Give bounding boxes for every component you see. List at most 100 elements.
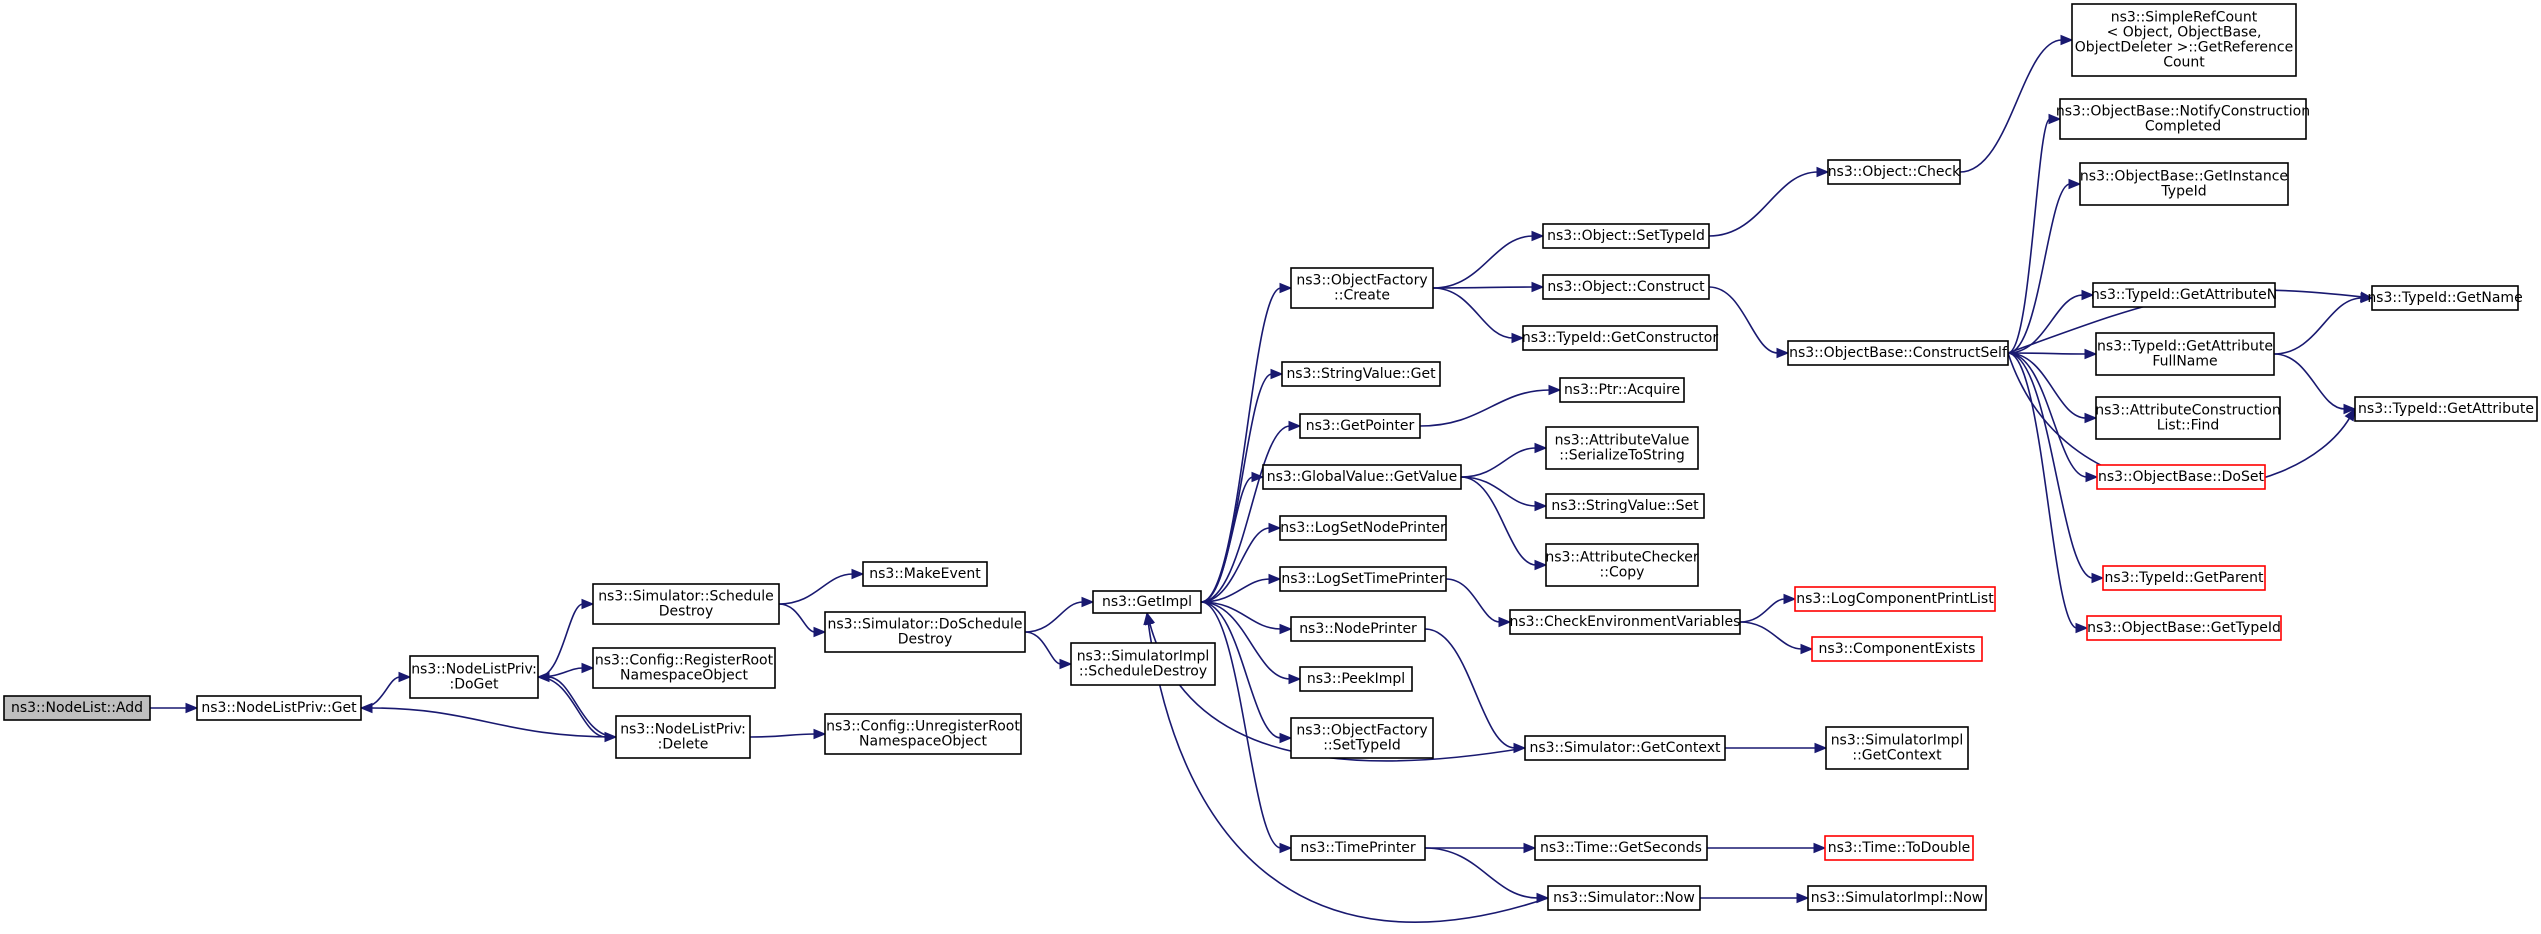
node-simulatorimpl-scheduledestroy[interactable]: ns3::SimulatorImpl::ScheduleDestroy [1070, 642, 1216, 686]
edge-objectbase-constructself-to-objectbase-getinstancetypeid [2007, 178, 2082, 354]
node-simulator-getcontext[interactable]: ns3::Simulator::GetContext [1524, 735, 1726, 761]
edge-arrowhead [1081, 596, 1095, 608]
edge-arrowhead [1816, 166, 1830, 178]
edge-nodelistpriv-delete-to-config-unregisterroot [749, 728, 827, 740]
node-box [3, 695, 151, 721]
node-box [2096, 464, 2266, 490]
node-ptr-acquire[interactable]: ns3::Ptr::Acquire [1559, 377, 1685, 403]
node-typeid-getconstructor[interactable]: ns3::TypeId::GetConstructor [1522, 325, 1718, 351]
node-logsetnodeprinter[interactable]: ns3::LogSetNodePrinter [1279, 515, 1447, 541]
node-box [1542, 274, 1710, 300]
node-makeevent[interactable]: ns3::MakeEvent [862, 561, 988, 587]
node-logsettimeprinter[interactable]: ns3::LogSetTimePrinter [1279, 566, 1447, 592]
node-globalvalue-getvalue[interactable]: ns3::GlobalValue::GetValue [1262, 464, 1462, 490]
node-label: ns3::ObjectBase::DoSet [2098, 469, 2264, 485]
node-objectbase-constructself[interactable]: ns3::ObjectBase::ConstructSelf [1787, 340, 2009, 366]
node-box [862, 561, 988, 587]
node-nodeprinter[interactable]: ns3::NodePrinter [1290, 616, 1426, 642]
node-nodelistpriv-delete[interactable]: ns3::NodeListPriv::Delete [615, 715, 751, 759]
edge-arrowhead [1279, 842, 1293, 854]
node-box [1524, 735, 1726, 761]
node-label: ns3::ObjectBase::GetInstance [2080, 169, 2288, 185]
node-attributechecker-copy[interactable]: ns3::AttributeChecker::Copy [1545, 543, 1699, 587]
node-box [1547, 885, 1701, 911]
node-simulator-scheduledestroy[interactable]: ns3::Simulator::ScheduleDestroy [592, 583, 780, 625]
node-time-todouble[interactable]: ns3::Time::ToDouble [1824, 835, 1974, 861]
node-stringvalue-get[interactable]: ns3::StringValue::Get [1281, 361, 1441, 387]
edge-line [1200, 527, 1271, 603]
node-label: :Delete [658, 737, 709, 753]
edge-line [1708, 171, 1819, 237]
node-box [1299, 666, 1413, 692]
node-typeid-getname[interactable]: ns3::TypeId::GetName [2367, 285, 2523, 311]
node-nodelist-add[interactable]: ns3::NodeList::Add [3, 695, 151, 721]
node-nodelistpriv-doget[interactable]: ns3::NodeListPriv::DoGet [409, 655, 539, 699]
node-objectfactory-create[interactable]: ns3::ObjectFactory::Create [1290, 267, 1434, 309]
node-typeid-getattribute[interactable]: ns3::TypeId::GetAttribute [2354, 396, 2538, 422]
edge-line [1460, 476, 1537, 507]
edge-line [1424, 847, 1539, 899]
node-simulatorimpl-now[interactable]: ns3::SimulatorImpl::Now [1807, 885, 1987, 911]
node-logcomponentprintlist[interactable]: ns3::LogComponentPrintList [1794, 586, 1996, 612]
edge-getimpl-to-objectfactory-create [1200, 282, 1293, 603]
node-config-unregisterroot[interactable]: ns3::Config::UnregisterRootNamespaceObje… [824, 713, 1022, 755]
node-simulator-now[interactable]: ns3::Simulator::Now [1547, 885, 1701, 911]
node-typeid-getattributen[interactable]: ns3::TypeId::GetAttributeN [2091, 282, 2277, 308]
node-peekimpl[interactable]: ns3::PeekImpl [1299, 666, 1413, 692]
node-box [1279, 515, 1447, 541]
node-time-getseconds[interactable]: ns3::Time::GetSeconds [1534, 835, 1708, 861]
node-stringvalue-set[interactable]: ns3::StringValue::Set [1545, 493, 1705, 519]
edge-arrowhead [536, 671, 550, 683]
node-label: ::Create [1334, 288, 1390, 304]
node-objectbase-gettypeid[interactable]: ns3::ObjectBase::GetTypeId [2086, 615, 2282, 641]
edge-arrowhead [2081, 289, 2095, 301]
edge-logsettimeprinter-to-checkenvvars [1445, 578, 1512, 628]
node-object-check[interactable]: ns3::Object::Check [1827, 159, 1961, 185]
node-checkenvvars[interactable]: ns3::CheckEnvironmentVariables [1509, 609, 1741, 635]
node-typeid-getparent[interactable]: ns3::TypeId::GetParent [2102, 565, 2266, 591]
edge-arrowhead [2091, 572, 2105, 584]
node-getimpl[interactable]: ns3::GetImpl [1092, 590, 1202, 614]
edge-nodelistpriv-delete-to-nodelistpriv-doget [536, 671, 617, 738]
edge-arrowhead [2360, 292, 2374, 304]
node-attributevalue-serialize[interactable]: ns3::AttributeValue::SerializeToString [1545, 426, 1699, 470]
node-object-settypeid[interactable]: ns3::Object::SetTypeId [1542, 223, 1710, 249]
node-getpointer[interactable]: ns3::GetPointer [1299, 413, 1421, 439]
edge-line [1200, 287, 1282, 603]
node-box [1299, 413, 1421, 439]
node-box [1509, 609, 1741, 635]
edge-getimpl-to-getpointer [1200, 420, 1302, 603]
node-objectbase-doset[interactable]: ns3::ObjectBase::DoSet [2096, 464, 2266, 490]
node-componentexists[interactable]: ns3::ComponentExists [1811, 636, 1983, 662]
node-nodelistpriv-get[interactable]: ns3::NodeListPriv::Get [196, 695, 362, 721]
edge-arrowhead [1279, 282, 1293, 294]
node-label: ::ScheduleDestroy [1079, 664, 1207, 680]
node-box [2354, 396, 2538, 422]
edge-typeid-getattributefullname-to-typeid-getattribute [2273, 353, 2357, 415]
node-label: ::SerializeToString [1559, 448, 1684, 464]
edge-simulator-doscheduledestroy-to-simulatorimpl-scheduledestroy [1024, 631, 1073, 670]
edge-line [1200, 373, 1273, 603]
node-label: ns3::NodeListPriv::Get [201, 700, 357, 716]
edge-arrowhead [1548, 384, 1562, 396]
node-simulatorimpl-getcontext[interactable]: ns3::SimulatorImpl::GetContext [1825, 726, 1969, 770]
node-label: ns3::Simulator::GetContext [1529, 740, 1721, 756]
node-timeprinter[interactable]: ns3::TimePrinter [1290, 835, 1426, 861]
edge-simulator-doscheduledestroy-to-getimpl [1024, 596, 1095, 633]
edge-line [2007, 352, 2088, 478]
node-box [1290, 717, 1434, 759]
node-object-construct[interactable]: ns3::Object::Construct [1542, 274, 1710, 300]
edge-line [1024, 601, 1084, 633]
node-simplerefcount-getreferencecount[interactable]: ns3::SimpleRefCount< Object, ObjectBase,… [2071, 3, 2297, 77]
node-label: ns3::NodeListPriv: [620, 722, 746, 738]
edge-getimpl-to-nodeprinter [1200, 601, 1293, 635]
edge-nodelistpriv-delete-to-nodelistpriv-get [359, 702, 617, 738]
node-objectfactory-settypeid[interactable]: ns3::ObjectFactory::SetTypeId [1290, 717, 1434, 759]
edge-arrowhead [1783, 593, 1797, 605]
node-objectbase-notifyconstruction[interactable]: ns3::ObjectBase::NotifyConstructionCompl… [2056, 98, 2310, 140]
